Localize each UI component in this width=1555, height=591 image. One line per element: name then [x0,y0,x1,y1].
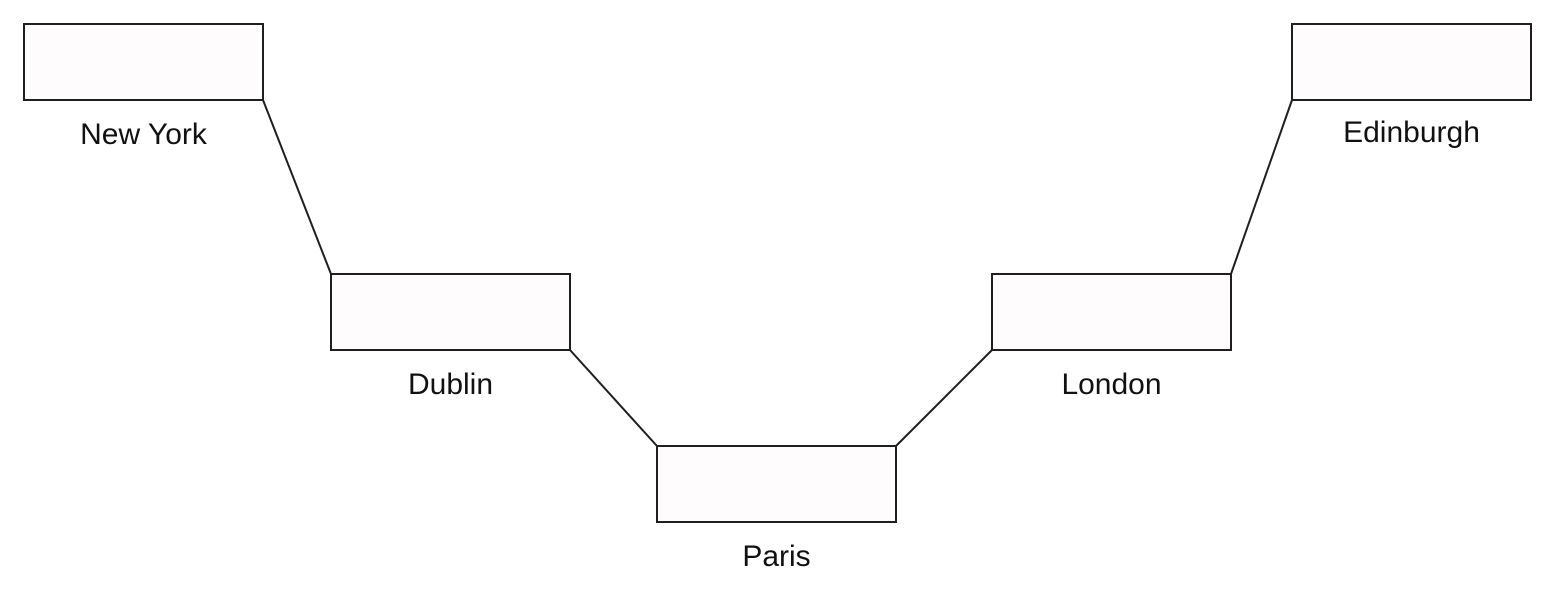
node-box-edinburgh [1291,23,1532,101]
node-box-dublin [330,273,571,351]
connector-new-york-dublin [262,99,332,275]
node-box-new-york [23,23,264,101]
node-box-london [991,273,1232,351]
node-dublin: Dublin [330,273,571,401]
node-label-new-york: New York [80,118,208,151]
node-label-edinburgh: Edinburgh [1343,116,1480,149]
node-london: London [991,273,1232,401]
connector-dublin-paris [569,349,658,447]
connector-london-edinburgh [1230,99,1293,275]
node-label-paris: Paris [742,540,810,573]
connector-paris-london [895,349,993,447]
node-label-dublin: Dublin [408,368,493,401]
node-paris: Paris [656,445,897,573]
node-new-york: New York [23,23,264,151]
node-label-london: London [1061,368,1161,401]
node-box-paris [656,445,897,523]
node-edinburgh: Edinburgh [1291,23,1532,149]
